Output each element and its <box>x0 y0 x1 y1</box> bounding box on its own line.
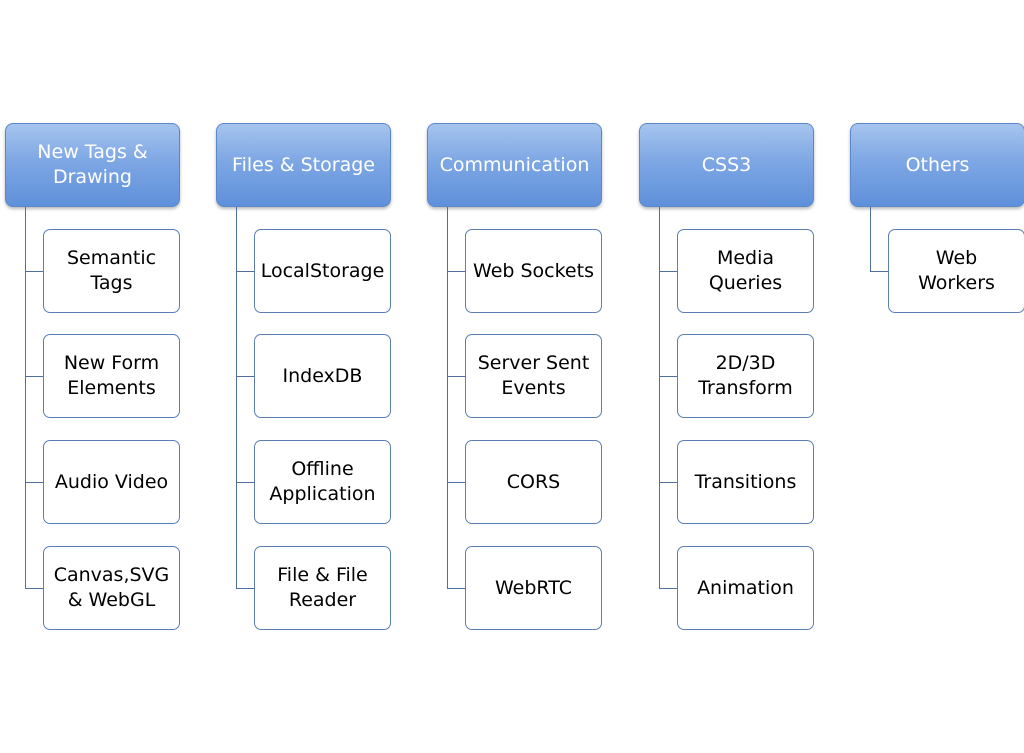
connector-trunk <box>870 207 871 271</box>
feature-box: Web Sockets <box>465 229 602 313</box>
connector-trunk <box>447 207 448 588</box>
connector-trunk <box>25 207 26 588</box>
connector-branch <box>236 482 254 483</box>
connector-branch <box>25 271 43 272</box>
connector-branch <box>25 482 43 483</box>
feature-box: Web Workers <box>888 229 1024 313</box>
connector-branch <box>659 271 677 272</box>
connector-branch <box>659 588 677 589</box>
connector-branch <box>236 271 254 272</box>
connector-branch <box>659 482 677 483</box>
feature-box: File & File Reader <box>254 546 391 630</box>
feature-box: Server Sent Events <box>465 334 602 418</box>
feature-box: Transitions <box>677 440 814 524</box>
feature-box: Canvas,SVG & WebGL <box>43 546 180 630</box>
connector-branch <box>236 376 254 377</box>
connector-trunk <box>659 207 660 588</box>
connector-branch <box>25 588 43 589</box>
feature-box: Media Queries <box>677 229 814 313</box>
feature-box: Offline Application <box>254 440 391 524</box>
feature-box: CORS <box>465 440 602 524</box>
connector-branch <box>447 588 465 589</box>
feature-box: IndexDB <box>254 334 391 418</box>
category-box: Files & Storage <box>216 123 391 207</box>
connector-branch <box>447 376 465 377</box>
connector-branch <box>870 271 888 272</box>
connector-branch <box>447 271 465 272</box>
category-box: New Tags & Drawing <box>5 123 180 207</box>
category-box: Communication <box>427 123 602 207</box>
connector-branch <box>447 482 465 483</box>
connector-branch <box>659 376 677 377</box>
feature-box: Audio Video <box>43 440 180 524</box>
connector-trunk <box>236 207 237 588</box>
feature-box: LocalStorage <box>254 229 391 313</box>
feature-box: WebRTC <box>465 546 602 630</box>
connector-branch <box>236 588 254 589</box>
feature-box: Semantic Tags <box>43 229 180 313</box>
category-box: CSS3 <box>639 123 814 207</box>
feature-box: Animation <box>677 546 814 630</box>
feature-box: 2D/3D Transform <box>677 334 814 418</box>
connector-branch <box>25 376 43 377</box>
feature-box: New Form Elements <box>43 334 180 418</box>
category-box: Others <box>850 123 1024 207</box>
